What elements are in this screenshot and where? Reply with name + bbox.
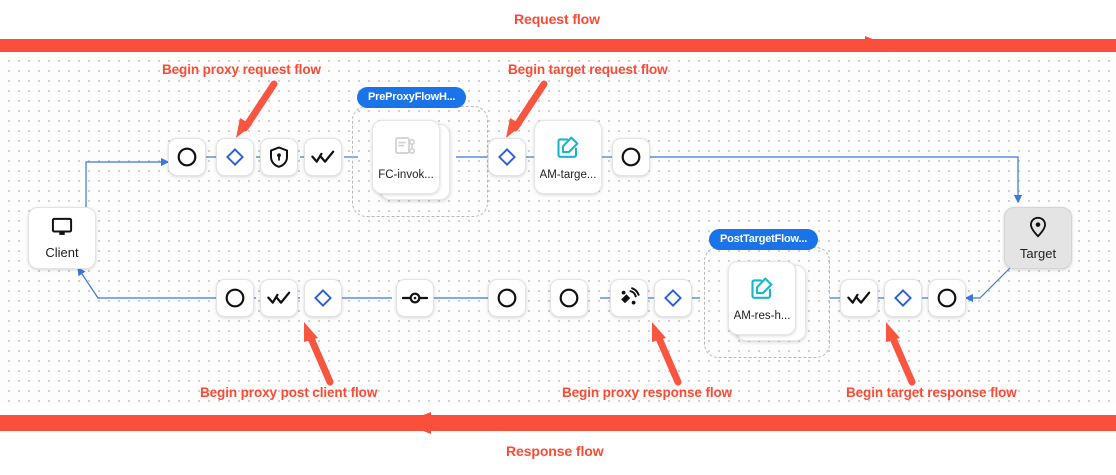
node-rs-1[interactable] [216,279,254,317]
double-check-icon [267,289,291,307]
diamond-icon [893,288,913,308]
response-flow-label: Response flow [506,443,604,459]
response-flow-arrowhead-icon [403,412,431,434]
response-flow-bar [0,415,1116,431]
flow-group-post-target-badge[interactable]: PostTargetFlow... [709,229,819,250]
circle-icon [936,287,958,309]
route-node-icon [402,291,428,305]
node-rs-9-label: AM-res-h... [733,309,791,322]
node-rs-5[interactable] [488,279,526,317]
node-rs-8[interactable] [654,279,692,317]
node-rs-3[interactable] [304,279,342,317]
diagram-surface[interactable]: Client Target PreProxyFlowH... PostTarge… [0,52,1116,404]
annotation-arrow-1-icon [236,80,278,138]
request-flow-label: Request flow [514,11,600,27]
monitor-icon [51,217,73,242]
request-flow-bar [0,39,1116,55]
edit-square-icon [555,134,581,165]
node-rq-1[interactable] [168,138,206,176]
circle-icon [224,287,246,309]
response-flow-banner [0,412,1116,434]
node-client[interactable]: Client [28,207,96,269]
node-target-label: Target [1019,245,1057,261]
annotation-begin-proxy-request-flow: Begin proxy request flow [162,62,321,77]
node-rq-8[interactable] [612,138,650,176]
diamond-icon [313,288,333,308]
node-rs-10[interactable] [840,279,878,317]
node-rs-6[interactable] [550,279,588,317]
edit-square-icon [749,275,775,306]
double-check-icon [311,148,335,166]
node-rq-3[interactable] [260,138,298,176]
node-rq-2[interactable] [216,138,254,176]
node-rq-7-label: AM-targe... [539,168,597,181]
double-check-icon [847,289,871,307]
node-rs-12[interactable] [928,279,966,317]
node-target[interactable]: Target [1004,207,1072,269]
flow-group-pre-proxy-badge[interactable]: PreProxyFlowH... [357,87,467,108]
annotation-arrow-4-icon [652,322,682,386]
node-rs-4[interactable] [396,279,434,317]
node-rq-5[interactable]: FC-invok... [372,120,440,194]
annotation-arrow-5-icon [886,322,916,386]
annotation-arrow-2-icon [506,80,548,138]
circle-icon [558,287,580,309]
location-pin-icon [1028,216,1048,243]
circle-icon [496,287,518,309]
node-rs-2[interactable] [260,279,298,317]
shield-lock-icon [269,146,289,168]
edge-layer [77,156,1023,303]
annotation-begin-target-request-flow: Begin target request flow [508,62,668,77]
node-rs-11[interactable] [884,279,922,317]
node-rq-5-label: FC-invok... [378,168,434,181]
diamond-icon [663,288,683,308]
annotation-begin-target-response-flow: Begin target response flow [846,385,1017,400]
diamond-icon [497,147,517,167]
node-rq-7[interactable]: AM-targe... [534,120,602,194]
diamond-icon [225,147,245,167]
annotation-begin-proxy-post-client-flow: Begin proxy post client flow [200,385,378,400]
annotation-arrow-3-icon [304,322,334,386]
circle-icon [620,146,642,168]
flow-callout-icon [393,134,419,165]
node-rq-4[interactable] [304,138,342,176]
node-rq-6[interactable] [488,138,526,176]
node-client-label: Client [45,244,79,260]
node-rs-7[interactable] [610,279,648,317]
satellite-icon [617,286,641,310]
annotation-begin-proxy-response-flow: Begin proxy response flow [562,385,733,400]
circle-icon [176,146,198,168]
node-rs-9[interactable]: AM-res-h... [728,261,796,335]
